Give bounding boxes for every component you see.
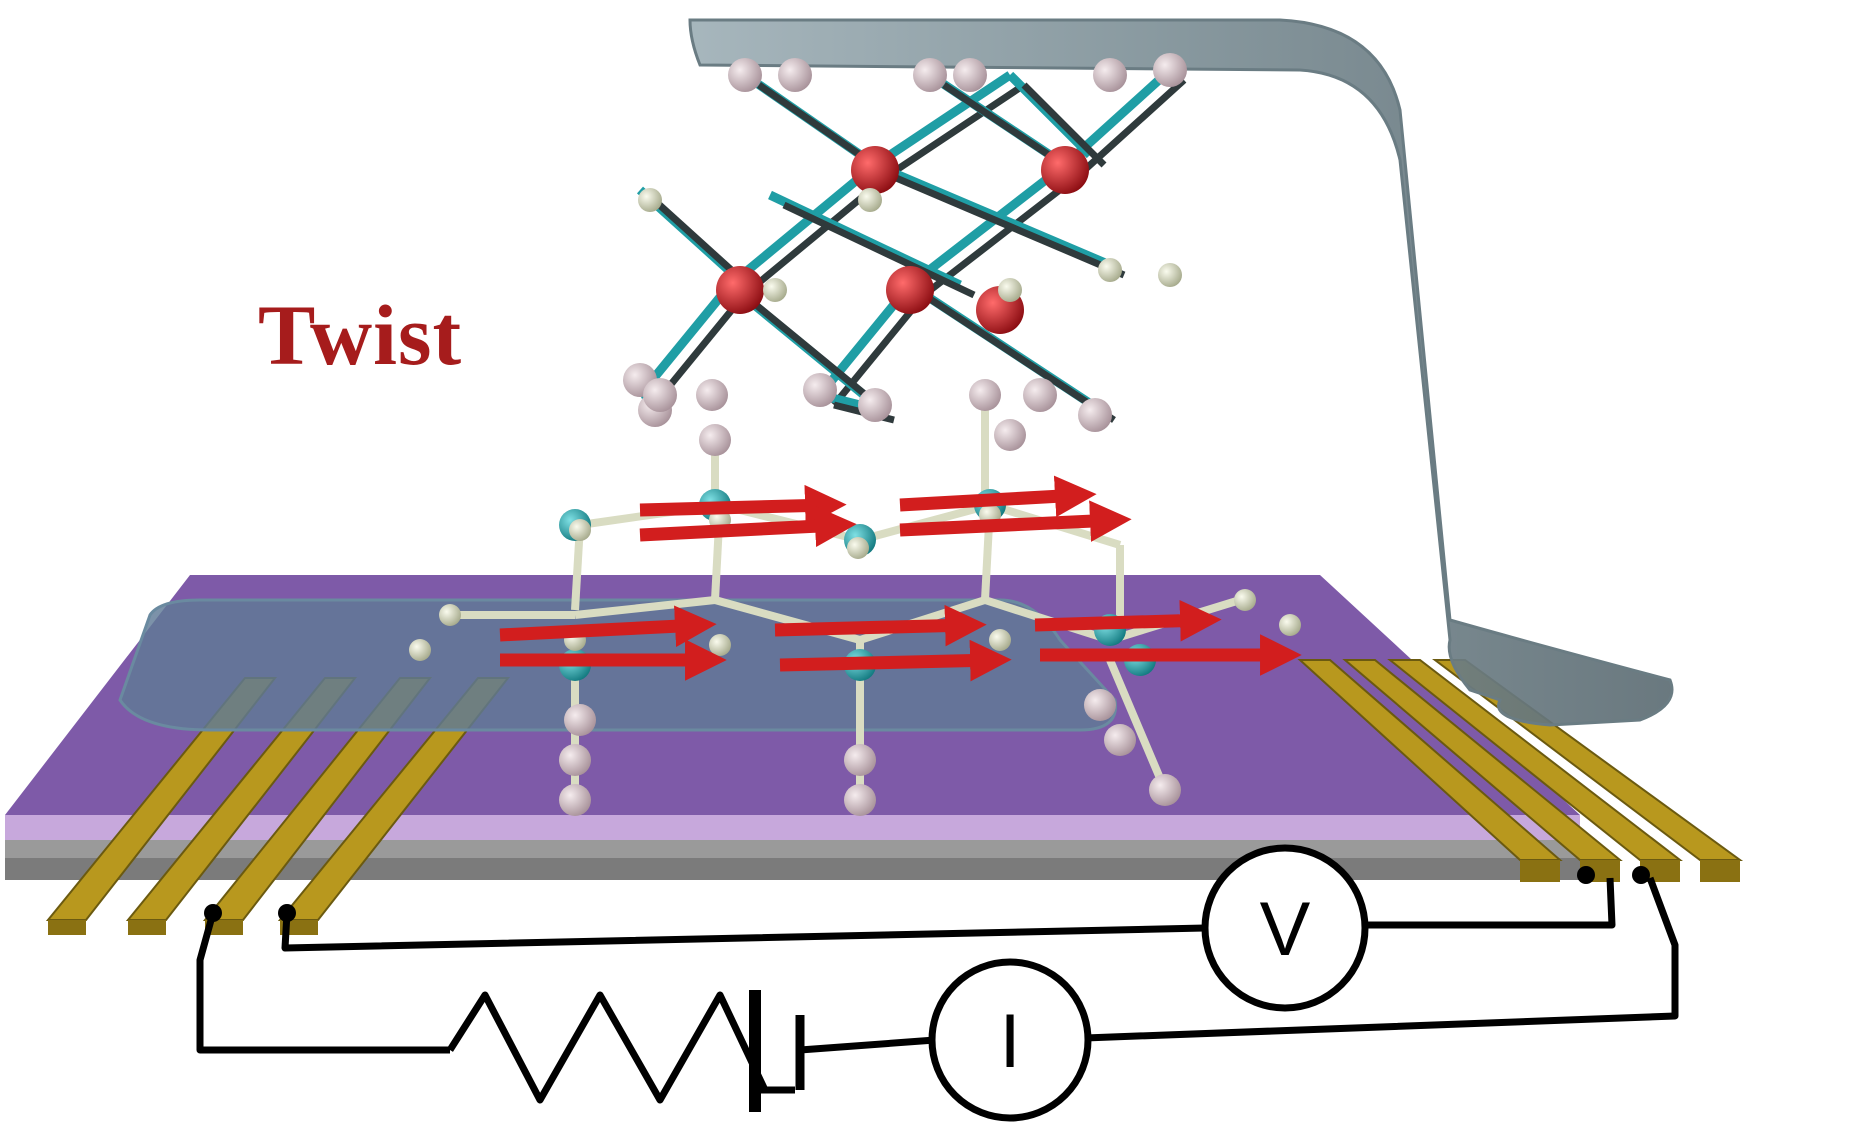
bond [907,161,1068,289]
spin-arrow-icon [639,484,847,527]
spin-arrow-icon [639,505,857,548]
atom-icon [913,58,947,92]
spin-arrow-icon [899,475,1097,518]
electrode-bar-end [128,920,166,935]
circuit [196,876,1679,1112]
atom-icon [1023,378,1057,412]
lower-lattice [409,379,1302,816]
atom-icon [638,188,662,212]
bond [872,71,1013,169]
atom-icon [564,704,596,736]
voltmeter-label: V [1260,887,1311,972]
electrode-bar-end [1640,860,1680,882]
atom-icon [569,519,591,541]
atom-icon [763,278,787,302]
atom-icon [778,58,812,92]
atom-icon [858,188,882,212]
spin-arrow-icon [499,605,717,648]
atom-icon [847,537,869,559]
atom-icon [844,784,876,816]
atom-icon [994,419,1026,451]
electrode-bar-end [48,920,86,935]
bond [922,292,1116,423]
current-wire-left [196,912,450,1054]
twist-label: Twist [258,287,463,383]
bond [887,171,1126,279]
atom-icon [1078,398,1112,432]
atom-icon [1153,53,1187,87]
atom-icon [728,58,762,92]
atom-icon [1093,58,1127,92]
resistor-icon [447,991,795,1104]
twist-tip [688,18,1674,727]
electrode-bar-end [1520,860,1560,882]
bond [574,596,716,619]
electrode-bar-end [205,920,243,935]
atom-icon [696,379,728,411]
spin-arrow-icon [1034,599,1222,642]
atom-icon [709,634,731,656]
atom-icon [1158,263,1182,287]
atom-icon [969,379,1001,411]
bond [1021,82,1107,168]
atom-icon [559,784,591,816]
atom-icon [699,424,731,456]
current-wire-right [1084,876,1679,1042]
atom-icon [1149,774,1181,806]
atom-icon [1098,258,1122,282]
atom-icon [803,373,837,407]
atom-icon [886,266,934,314]
atom-icon [1104,724,1136,756]
spin-arrow-icon [774,604,987,647]
atom-icon [989,629,1011,651]
atom-icon [953,58,987,92]
voltage-wire-right [1368,877,1616,929]
spin-arrow-icon [899,500,1132,542]
atom-icon [844,744,876,776]
bond [873,160,1112,270]
bond [1076,77,1187,178]
atom-icon [643,378,677,412]
atom-icon [858,388,892,422]
ammeter-label: I [999,999,1020,1084]
atom-icon [1279,614,1301,636]
atom-icon [439,604,461,626]
bond [727,161,878,289]
atom-icon [716,266,764,314]
left-electrodes [45,677,511,935]
atom-icon [1084,689,1116,721]
voltmeter-icon: V [1201,844,1369,1012]
atom-icon [409,639,431,661]
ammeter-icon: I [928,958,1092,1122]
upper-lattice [623,53,1187,432]
voltage-wire [281,912,1206,952]
electrode-bar-end [1700,860,1740,882]
atom-icon [1234,589,1256,611]
contact-points [204,866,1650,922]
atom-icon [1041,146,1089,194]
bond [1106,658,1169,792]
bond [921,172,1082,298]
atom-icon [559,744,591,776]
spin-arrow-icon [779,639,1012,682]
atom-icon [851,146,899,194]
bond [887,82,1026,178]
bond [782,201,976,299]
atom-icon [998,278,1022,302]
bond [741,292,887,413]
